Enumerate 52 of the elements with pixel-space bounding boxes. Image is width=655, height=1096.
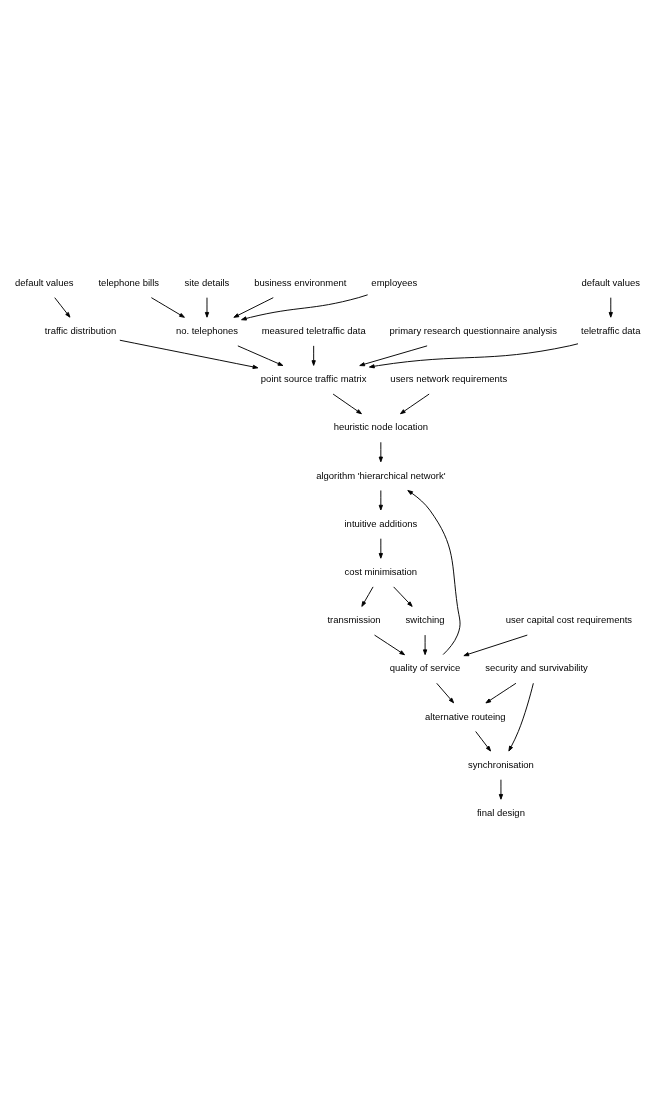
- arrow: [508, 682, 534, 751]
- node-text: users network requirements: [390, 372, 508, 384]
- arrow: [378, 537, 383, 559]
- arrow: [119, 339, 259, 369]
- node-text: alternative routeing: [425, 710, 506, 722]
- arrow: [332, 393, 362, 414]
- node-text: default values: [581, 276, 641, 288]
- node-text: business environment: [254, 276, 347, 288]
- arrow: [475, 730, 492, 751]
- node-text: quality of service: [389, 661, 461, 673]
- node-text: security and survivability: [485, 661, 588, 673]
- node-text: cost minimisation: [344, 565, 418, 577]
- node-text: algorithm 'hierarchical network': [316, 469, 446, 481]
- node-text: telephone bills: [98, 276, 160, 288]
- node-text: site details: [184, 276, 230, 288]
- node-text: switching: [405, 613, 445, 625]
- node-text: measured teletraffic data: [261, 324, 366, 336]
- arrow: [311, 344, 316, 366]
- node-text: default values: [14, 276, 74, 288]
- node-text: transmission: [327, 613, 381, 625]
- arrow: [399, 393, 430, 414]
- arrow: [361, 585, 374, 607]
- node-text: intuitive additions: [344, 517, 418, 529]
- node-text: point source traffic matrix: [260, 372, 367, 384]
- node-text: no. telephones: [175, 324, 239, 336]
- node-text: heuristic node location: [333, 420, 428, 432]
- arrow: [54, 296, 71, 318]
- node-text: primary research questionnaire analysis: [389, 324, 557, 336]
- arrow: [241, 293, 369, 321]
- node-text: teletraffic data: [581, 324, 641, 336]
- arrow: [463, 634, 528, 656]
- node-text: final design: [477, 806, 525, 818]
- arrow: [359, 344, 428, 366]
- arrow: [378, 441, 383, 462]
- arrow: [368, 342, 579, 368]
- arrow: [407, 489, 461, 655]
- arrow: [204, 296, 210, 318]
- arrow: [498, 778, 504, 800]
- arrow: [374, 634, 406, 655]
- node-text: employees: [371, 276, 418, 288]
- arrow: [233, 296, 274, 318]
- arrow: [422, 634, 428, 655]
- arrow: [150, 296, 185, 318]
- arrow: [237, 344, 284, 366]
- arrow: [378, 489, 383, 510]
- node-text: user capital cost requirements: [505, 613, 633, 625]
- arrow: [393, 585, 413, 607]
- node-text: synchronisation: [468, 758, 534, 770]
- arrow: [608, 296, 613, 318]
- arrow: [485, 682, 517, 703]
- arrow: [436, 682, 455, 703]
- node-text: traffic distribution: [44, 324, 117, 336]
